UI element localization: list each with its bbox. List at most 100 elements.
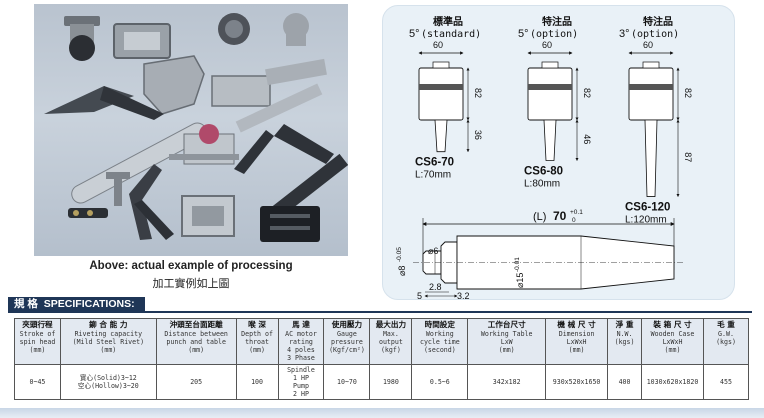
spec-cell-6: 10~70 (323, 364, 371, 400)
model-3-top-width: 60 (643, 40, 653, 50)
spec-cell-9: 342x182 (467, 364, 547, 400)
spec-cell-line: 342x182 (492, 378, 521, 386)
parts-illustration (44, 13, 348, 242)
spec-cell-line: Spindle (287, 366, 315, 374)
spec-col-en-line: (kgf) (380, 346, 401, 354)
spec-cell-10: 930x520x1650 (545, 364, 609, 400)
spec-cell-8: 0.5~6 (411, 364, 469, 400)
model-1-angle: 5° (409, 28, 420, 40)
spec-col-en-line: N.W. (616, 330, 633, 338)
spec-title-cn: 規 格 (14, 298, 38, 310)
spec-col-en-line: Wooden Case (650, 330, 695, 338)
dim-5: 5 (417, 291, 422, 299)
spec-cell-11: 400 (607, 364, 643, 400)
spec-cell-line: 455 (720, 378, 732, 386)
spec-col-cn: 工作台尺寸 (487, 320, 526, 329)
dia-left-tol: -0.05 (396, 247, 403, 262)
spec-col-en-line: G.W. (718, 330, 734, 338)
spec-cell-line: 1 HP (293, 374, 309, 382)
spec-col-cn: 沖頭至台面距離 (169, 320, 223, 329)
tool-dimension-diagram: 標準品(standard)5°608236CS6-70L:70mm特注品(opt… (396, 15, 693, 299)
model-2-type-cn: 特注品 (542, 15, 572, 28)
processing-examples-photo (34, 4, 348, 256)
spec-cell-line: 0.5~6 (429, 378, 450, 386)
spec-col-en-line: Stroke of (19, 330, 56, 338)
spec-cell-12: 1030x620x1820 (641, 364, 704, 400)
spec-cell-line: 0~45 (29, 378, 46, 386)
spec-col-cn: 機 械 尺 寸 (557, 320, 596, 329)
rivet-length-tol-minus: 0 (572, 217, 576, 224)
model-2-tip-height: 46 (582, 134, 592, 144)
spec-col-en-line: spin head (19, 338, 56, 346)
spec-col-cn: 最大出力 (375, 320, 407, 329)
spec-col-en-line: (second) (423, 346, 456, 354)
rivet-length-tol-plus: +0.1 (570, 209, 583, 216)
dim-3-2: 3.2 (457, 291, 470, 299)
spec-col-cn: 馬 達 (292, 320, 310, 329)
spec-col-en-line: LxW (500, 338, 513, 346)
model-3-name: CS6-120 (625, 202, 670, 214)
spec-col-en-line: 4 poles (287, 346, 315, 354)
spec-cell-line: 205 (190, 378, 203, 386)
spec-col-en-line: (Kgf/cm²) (329, 346, 365, 354)
spec-col-en-line: Max. (382, 330, 399, 338)
spec-col-en-line: pressure (331, 338, 363, 346)
dia-right-tol: -0.01 (514, 257, 521, 272)
model-2-length: L:80mm (524, 178, 560, 189)
dia-left: ⌀8 (397, 266, 407, 276)
model-2-top-width: 60 (542, 40, 552, 50)
spec-col-cn: 使用壓力 (331, 320, 363, 329)
spec-cell-line: 930x520x1650 (552, 378, 601, 386)
spec-col-en-line: Depth of (241, 330, 273, 338)
dia-right: ⌀15 (515, 273, 525, 288)
spec-cell-line: Pump (293, 382, 309, 390)
caption-chinese: 加工實例如上圖 (152, 278, 230, 290)
spec-col-en-line: rating (289, 338, 313, 346)
spec-col-cn: 裝 箱 尺 寸 (653, 320, 692, 329)
spec-col-en-line: (mm) (100, 346, 117, 354)
spec-col-cn: 淨 重 (615, 320, 634, 329)
spec-col-en-line: (Mild Steel Rivet) (72, 338, 145, 346)
model-3-angle: 3° (619, 28, 630, 40)
spec-cell-line: 400 (618, 378, 631, 386)
spec-col-en-line: (mm) (249, 346, 265, 354)
spec-cell-4: 100 (235, 364, 279, 400)
spec-cell-line: 10~70 (337, 378, 357, 386)
spec-col-cn: 鉚 合 能 力 (89, 320, 128, 329)
spec-cell-line: 實心(Solid)3~12 (79, 374, 137, 382)
spec-col-en-line: Riveting capacity (74, 330, 143, 338)
spec-cell-line: 1980 (382, 378, 399, 386)
model-3-type-en: (option) (631, 29, 679, 40)
model-1-body-height: 82 (473, 88, 483, 98)
spec-col-en-line: Distance between (164, 330, 228, 338)
spec-cell-13: 455 (702, 364, 750, 400)
spec-col-en-line: Gauge (337, 330, 357, 338)
spec-col-en-line: output (378, 338, 403, 346)
spec-col-en-line: AC motor (285, 330, 317, 338)
model-1-type-cn: 標準品 (433, 15, 463, 28)
dia-small: ⌀6 (428, 246, 438, 256)
footer-band (0, 408, 764, 418)
spec-col-cn: 時間設定 (424, 320, 455, 329)
spec-divider (8, 311, 752, 313)
spec-col-cn: 夾頭行程 (22, 320, 53, 329)
spec-col-en-line: LxWxH (566, 338, 587, 346)
spec-col-cn: 毛 重 (717, 320, 735, 329)
model-3-tip-height: 87 (683, 152, 693, 162)
model-1-top-width: 60 (433, 40, 443, 50)
spec-col-en-line: Working (425, 330, 454, 338)
